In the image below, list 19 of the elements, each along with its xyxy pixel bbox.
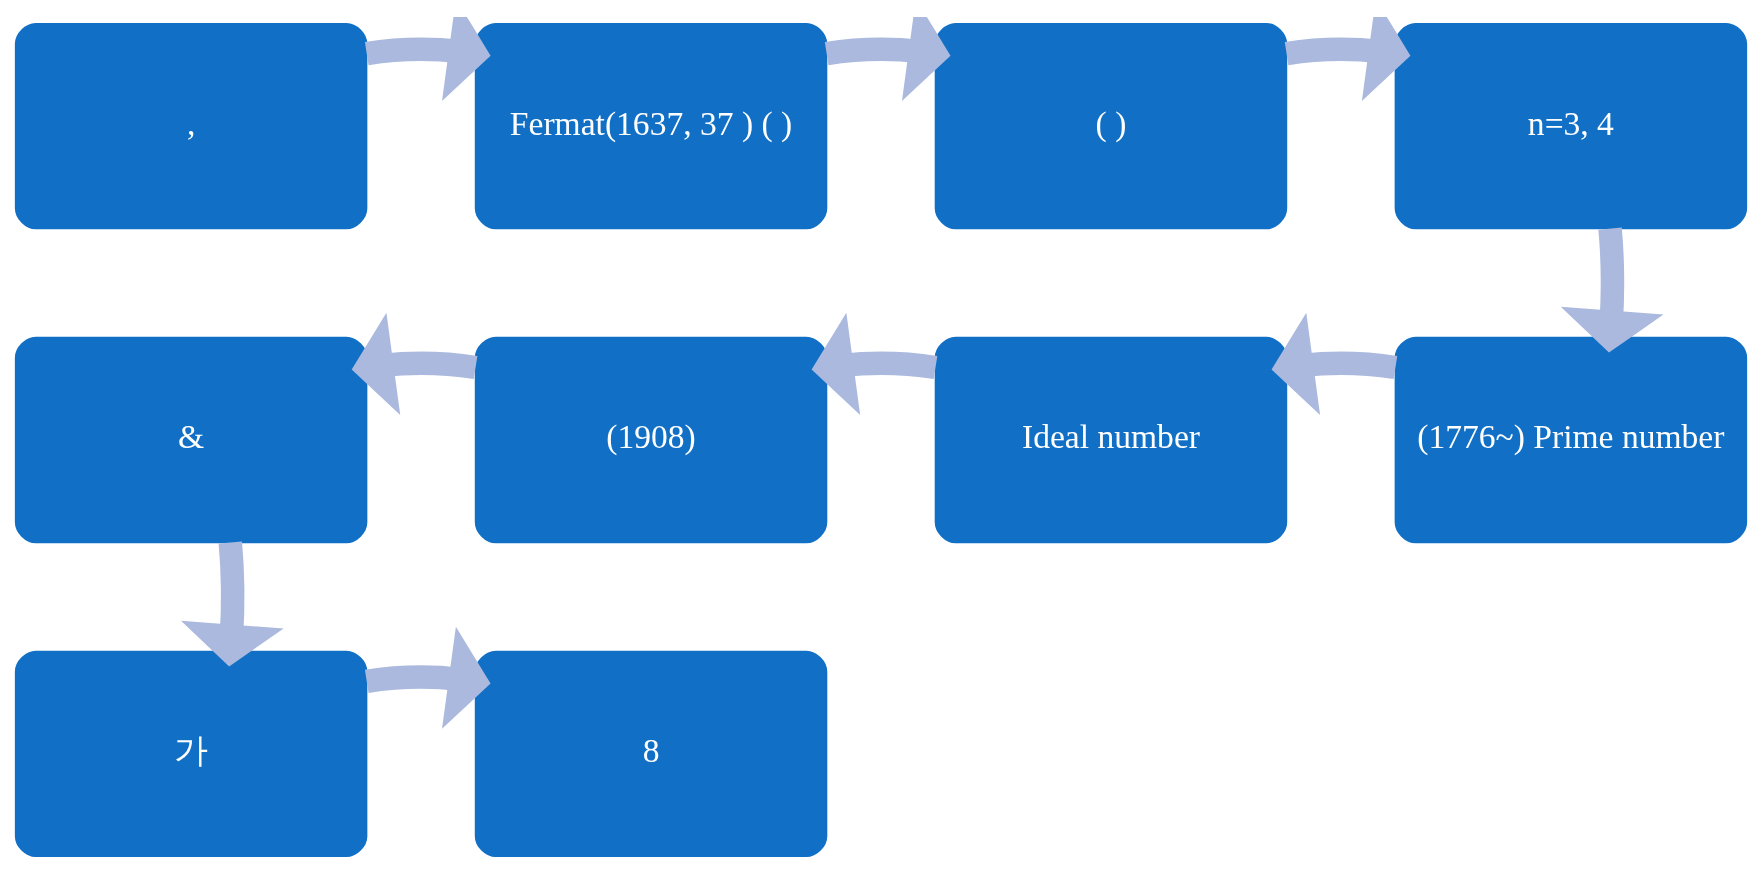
arrow (1271, 312, 1398, 415)
node-box: ( ) (934, 22, 1288, 230)
arrow (365, 17, 491, 102)
node-box: , (14, 22, 368, 230)
arrow (1284, 17, 1411, 101)
node-box: (1908) (474, 336, 828, 544)
arrow (351, 312, 478, 415)
node-box: 8 (474, 650, 828, 858)
arrow (181, 541, 284, 667)
node-box: (1776~) Prime number (1394, 336, 1748, 544)
node-box: & (14, 336, 368, 544)
arrow (365, 626, 491, 729)
arrow (811, 312, 938, 415)
node-box: n=3, 4 (1394, 22, 1748, 230)
node-box: 가 (14, 650, 368, 858)
arrow (824, 17, 951, 101)
node-box: Fermat(1637, 37 ) ( ) (474, 22, 828, 230)
node-box: Ideal number (934, 336, 1288, 544)
arrow (1560, 227, 1664, 353)
